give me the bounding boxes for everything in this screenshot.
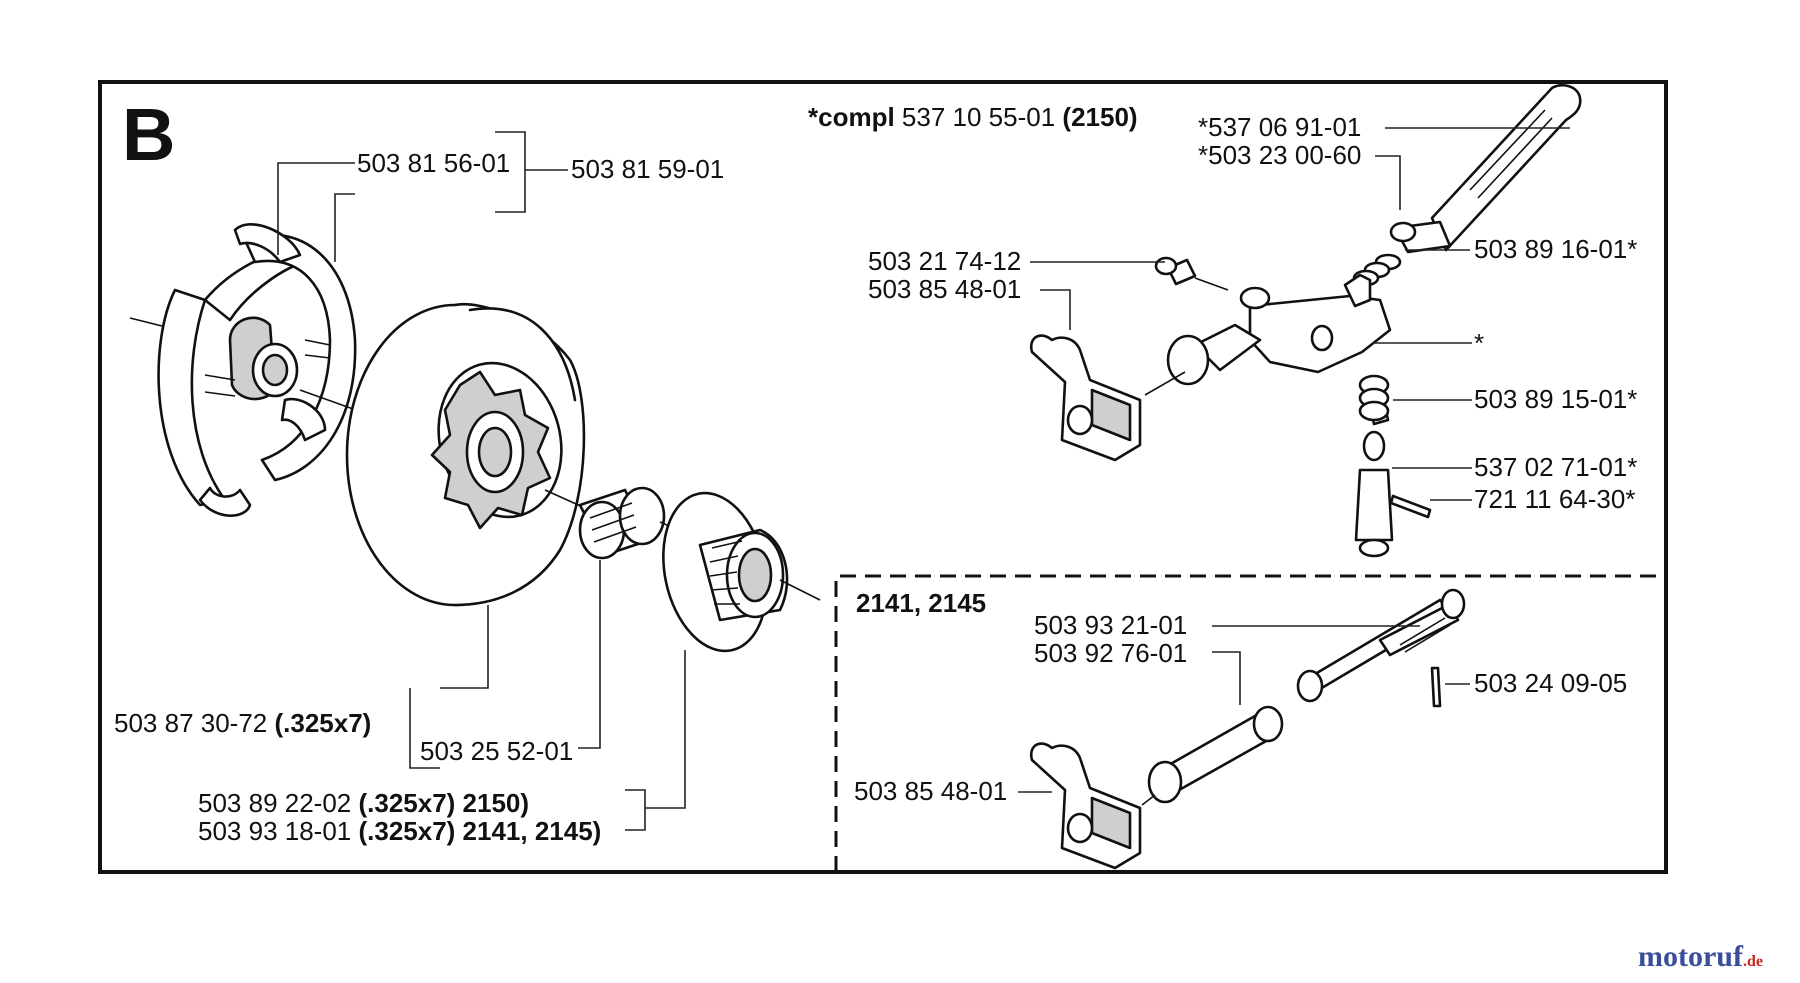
label-inset-shaft-a: 503 93 21-01 xyxy=(1034,610,1187,640)
header-label: *compl 537 10 55-01 (2150) xyxy=(808,102,1138,132)
label-pin: 721 11 64-30* xyxy=(1474,484,1635,514)
needle-bearing-drawing xyxy=(578,486,691,560)
inset-title: 2141, 2145 xyxy=(856,588,986,618)
watermark-logo: motoruf.de xyxy=(1638,940,1763,973)
label-inset-pin: 503 24 09-05 xyxy=(1474,668,1627,698)
label-screw: 503 21 74-12 xyxy=(868,246,1021,276)
part-labels: *compl 537 10 55-01 (2150) 503 81 56-01 … xyxy=(114,102,1637,846)
label-shaft-a: *537 06 91-01 xyxy=(1198,112,1361,142)
label-spring-top: 503 89 16-01* xyxy=(1474,234,1637,264)
label-inset-lever: 503 85 48-01 xyxy=(854,776,1007,806)
diagram-frame xyxy=(98,80,1668,874)
sprocket-washer-drawing xyxy=(662,491,821,653)
oil-pump-drawing xyxy=(1029,84,1582,558)
label-bearing: 503 25 52-01 xyxy=(420,736,573,766)
label-drum: 503 87 30-72 (.325x7) xyxy=(114,708,371,738)
label-shaft-b: *503 23 00-60 xyxy=(1198,140,1361,170)
label-lever-1: 503 85 48-01 xyxy=(868,274,1021,304)
clutch-shoe-drawing xyxy=(129,223,371,517)
clutch-drum-drawing xyxy=(345,302,586,607)
label-washer-1: 503 89 22-02 (.325x7) 2150) xyxy=(198,788,529,818)
label-piston: 537 02 71-01* xyxy=(1474,452,1637,482)
label-washer-2: 503 93 18-01 (.325x7) 2141, 2145) xyxy=(198,816,601,846)
inset-parts-drawing xyxy=(1029,588,1466,870)
watermark-suffix: .de xyxy=(1743,953,1763,970)
leader-lines xyxy=(277,127,1570,831)
label-inset-shaft-b: 503 92 76-01 xyxy=(1034,638,1187,668)
label-bracket: * xyxy=(1474,328,1484,358)
label-clutch-b: 503 81 59-01 xyxy=(571,154,724,184)
label-clutch-a: 503 81 56-01 xyxy=(357,148,510,178)
watermark-brand: motoruf xyxy=(1638,940,1744,973)
section-letter: B xyxy=(122,93,175,176)
label-spring-mid: 503 89 15-01* xyxy=(1474,384,1637,414)
